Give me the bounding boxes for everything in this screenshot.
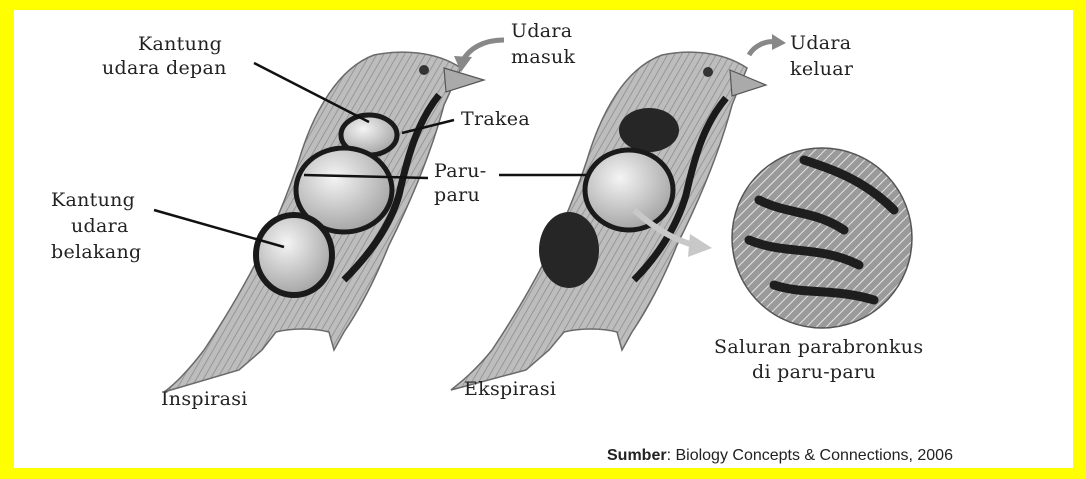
- label-kantung-udara-depan: Kantung udara depan: [102, 33, 228, 79]
- anterior-air-sac: [619, 108, 679, 152]
- source-caption: Sumber: Biology Concepts & Connections, …: [607, 447, 953, 465]
- diagram-frame: Kantung udara depan Udara masuk Udara ke…: [14, 10, 1073, 468]
- bird-beak: [444, 68, 484, 92]
- label-saluran-parabronkus: Saluran parabronkus di paru-paru: [714, 336, 930, 383]
- label-trakea: Trakea: [461, 108, 530, 130]
- label-udara-masuk: Udara masuk: [511, 20, 579, 68]
- label-kantung-udara-belakang: Kantung udara belakang: [51, 189, 141, 263]
- label-paru-paru: Paru- paru: [434, 160, 493, 206]
- bird-eye: [703, 67, 713, 77]
- posterior-air-sac: [256, 215, 332, 295]
- bird-eye: [419, 65, 429, 75]
- bird-respiration-diagram: Kantung udara depan Udara masuk Udara ke…: [14, 10, 1073, 468]
- bird-inspirasi: [164, 52, 484, 392]
- bird-beak: [730, 70, 766, 96]
- parabronchi-closeup: [732, 148, 912, 328]
- posterior-air-sac: [539, 212, 599, 288]
- source-prefix: Sumber: [607, 447, 667, 464]
- air-out-arrow: [749, 34, 786, 55]
- label-inspirasi: Inspirasi: [161, 388, 248, 410]
- label-udara-keluar: Udara keluar: [790, 32, 858, 80]
- source-text: : Biology Concepts & Connections, 2006: [667, 447, 953, 464]
- air-in-arrow: [454, 40, 504, 72]
- label-ekspirasi: Ekspirasi: [464, 378, 556, 400]
- lung: [585, 150, 673, 230]
